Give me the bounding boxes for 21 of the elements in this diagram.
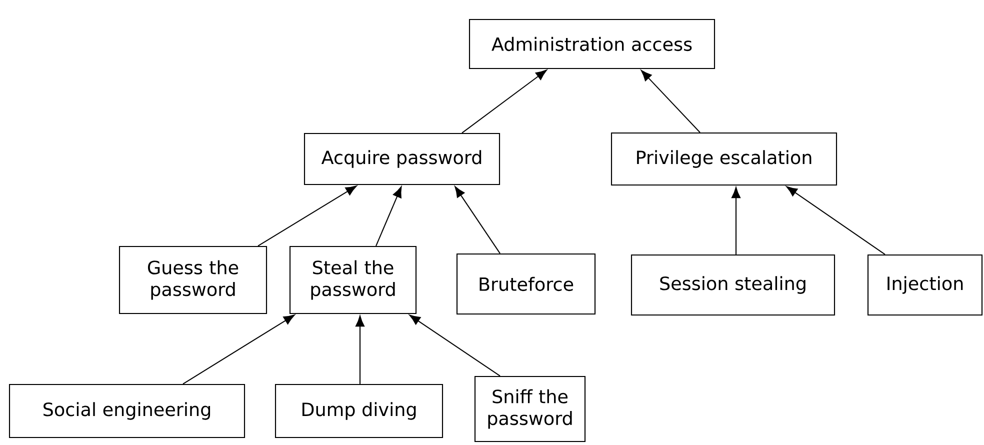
arrow bbox=[732, 187, 741, 254]
arrow bbox=[182, 314, 295, 384]
arrow bbox=[409, 314, 500, 376]
tree-box: Steal the password bbox=[289, 246, 417, 314]
arrow bbox=[640, 70, 700, 133]
tree-box: Bruteforce bbox=[456, 253, 596, 315]
arrow bbox=[786, 186, 886, 255]
tree-box: Social engineering bbox=[8, 384, 246, 438]
tree-box: Guess the password bbox=[118, 246, 268, 314]
arrow bbox=[462, 70, 547, 134]
arrow bbox=[356, 316, 365, 384]
tree-box: Session stealing bbox=[630, 254, 836, 316]
arrow bbox=[258, 186, 357, 246]
tree-box: Privilege escalation bbox=[610, 132, 838, 186]
arrow bbox=[376, 186, 402, 246]
tree-box: Acquire password bbox=[304, 132, 500, 186]
tree-box: Sniff the password bbox=[474, 376, 586, 442]
tree-box: Injection bbox=[867, 254, 983, 316]
tree-box: Administration access bbox=[468, 18, 716, 70]
tree-box: Dump diving bbox=[274, 384, 444, 438]
arrow bbox=[454, 186, 500, 254]
